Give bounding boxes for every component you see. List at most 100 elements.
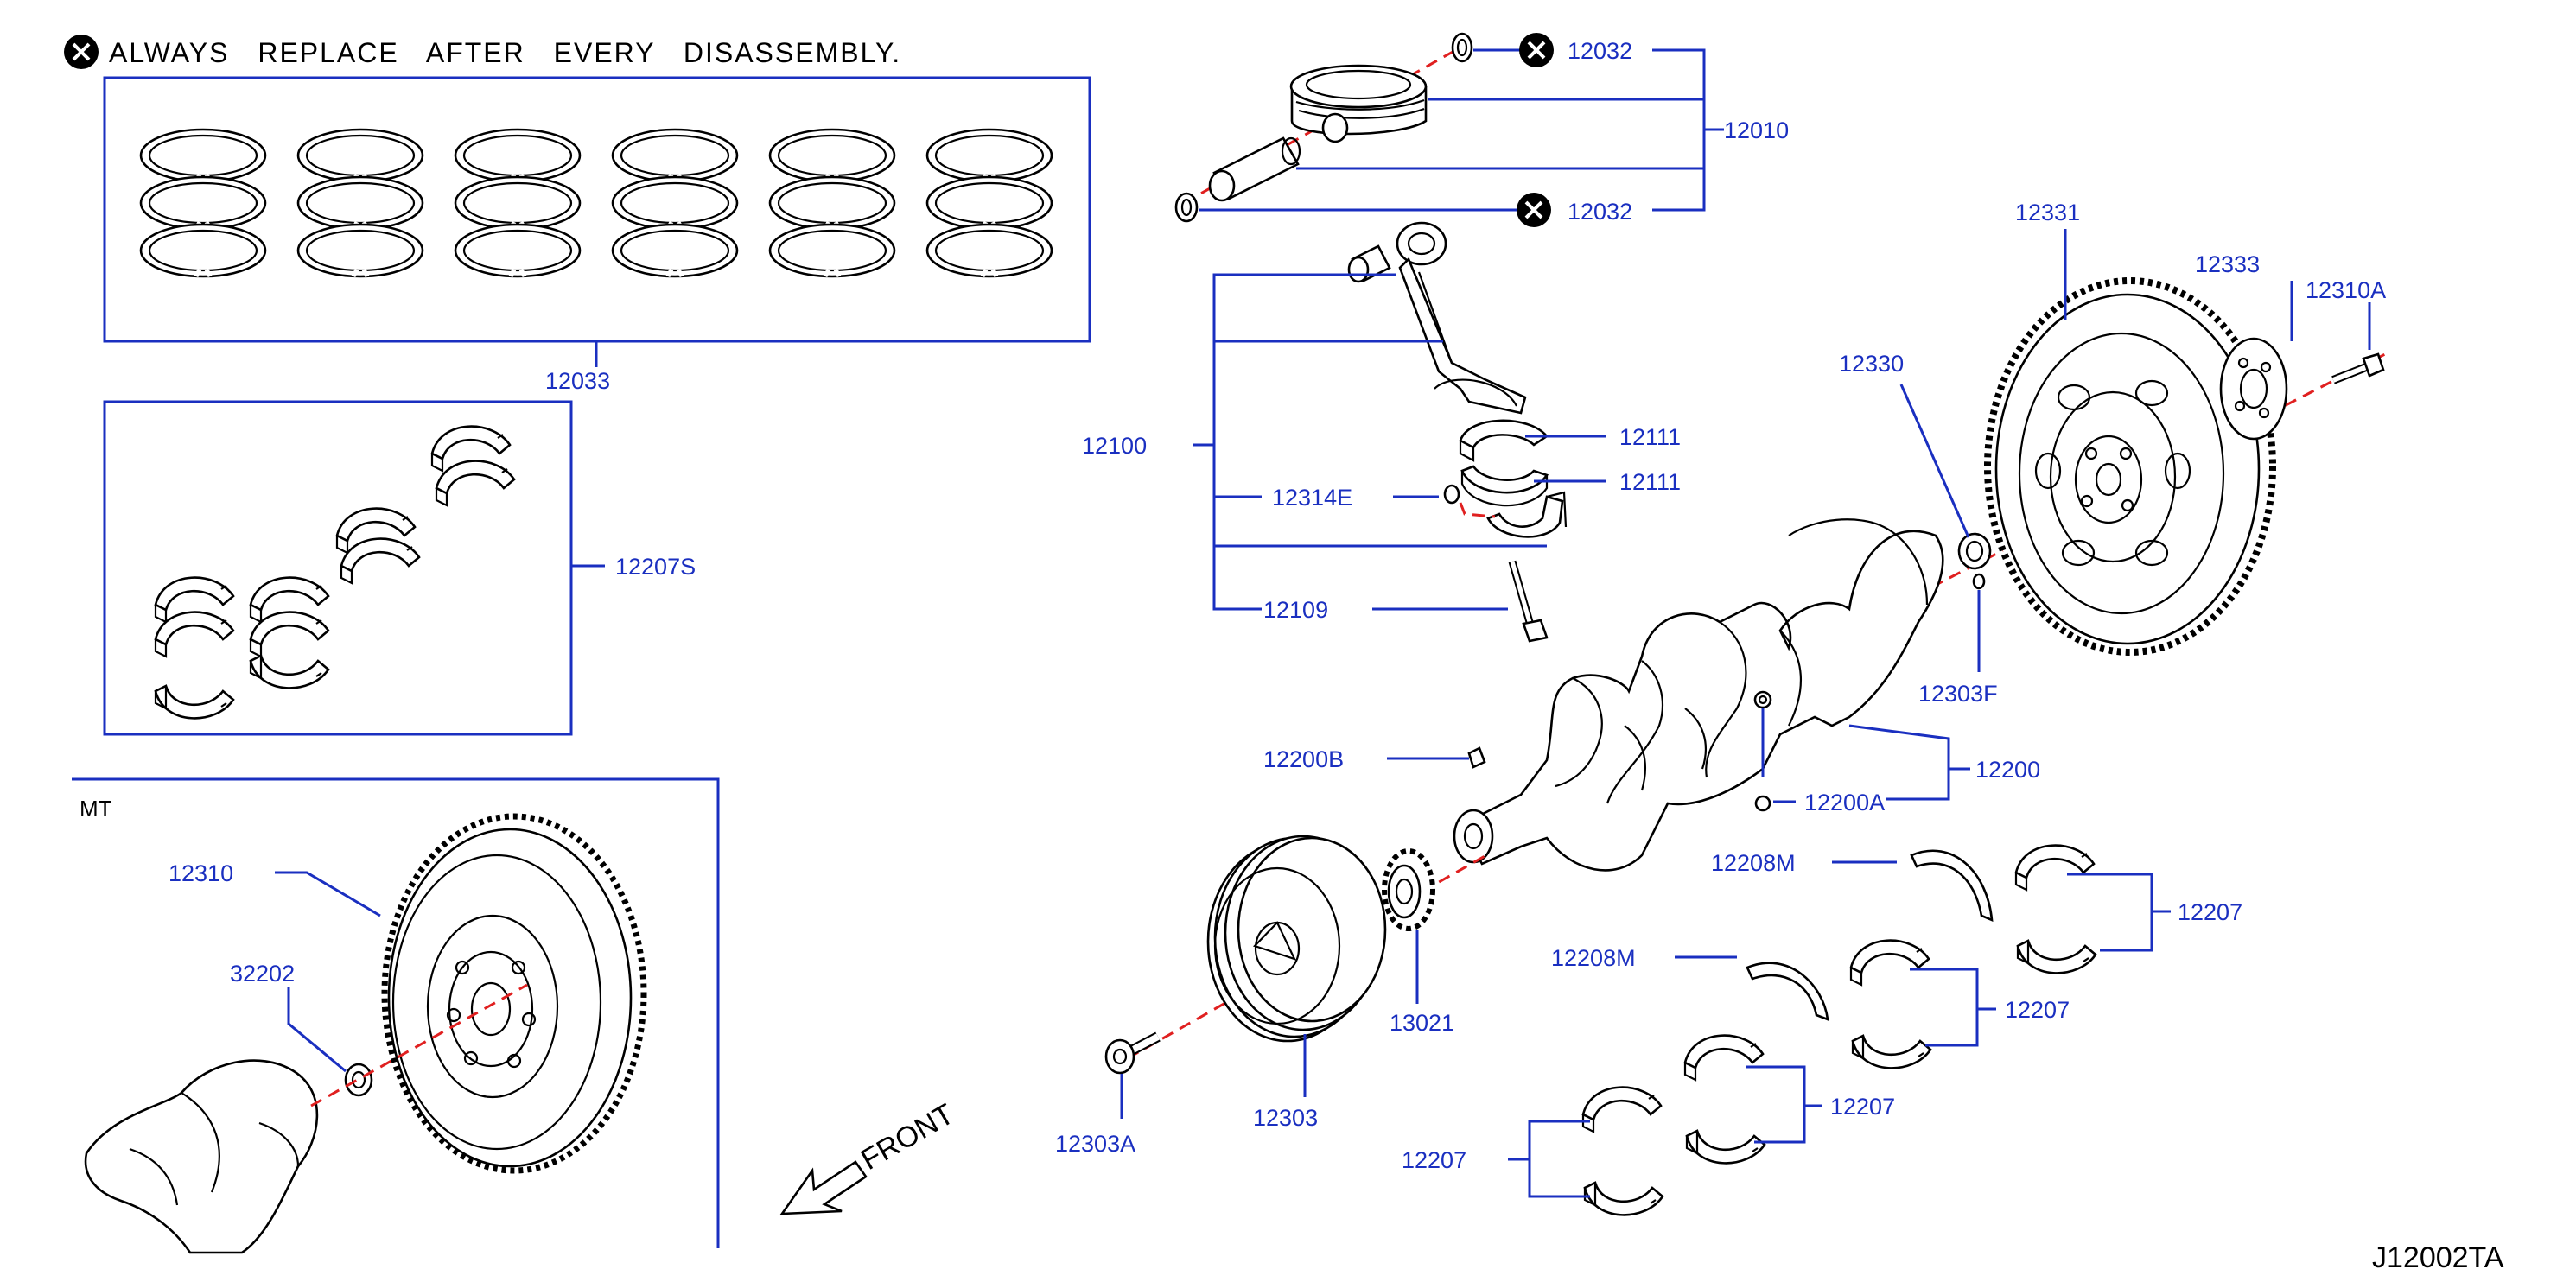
- pilot-converter: [1972, 573, 1986, 590]
- crankshaft-key: [1467, 746, 1486, 769]
- bearing-shell: [2016, 939, 2097, 974]
- piston-ring-set: [925, 128, 1053, 278]
- piston-pin: [1208, 136, 1301, 202]
- label-12111-upper: 12111: [1619, 424, 1681, 450]
- bearing-shell: [435, 460, 516, 507]
- drive-plate-assembly: 12331 12333 12310A 12330 12303F: [1839, 200, 2386, 707]
- replace-always-icon: [64, 35, 99, 69]
- label-12331: 12331: [2015, 200, 2080, 225]
- label-12032-top: 12032: [1568, 38, 1632, 64]
- mt-crankshaft-end: [84, 1059, 319, 1254]
- label-12111-lower: 12111: [1619, 469, 1681, 495]
- rod-bolt: [1508, 560, 1549, 643]
- bearing-shell: [1685, 1129, 1766, 1165]
- bearing-shell: [1851, 1034, 1932, 1069]
- replace-always-icon: [1517, 193, 1551, 227]
- piston-ring-set: [611, 128, 739, 278]
- label-12200A: 12200A: [1804, 790, 1885, 816]
- label-12314E: 12314E: [1272, 485, 1352, 511]
- pulley-bolt: [1104, 1031, 1161, 1075]
- bearing-shell: [1683, 1034, 1765, 1082]
- notice-header: ALWAYS REPLACE AFTER EVERY DISASSEMBLY.: [64, 35, 901, 69]
- drive-plate: [1984, 277, 2276, 656]
- bearing-shell: [1849, 939, 1930, 987]
- label-12333: 12333: [2195, 251, 2260, 277]
- label-12208M-lower: 12208M: [1551, 945, 1636, 971]
- label-12207S: 12207S: [615, 554, 696, 580]
- bearing-shell: [340, 537, 421, 585]
- bearing-shell: [154, 611, 235, 658]
- bearing-shell: [1581, 1086, 1663, 1133]
- bearing-shell: [1583, 1181, 1664, 1216]
- main-bearings-right: 12208M 12208M 12207 12207 12207 12207: [1402, 844, 2242, 1216]
- label-12207-c: 12207: [1830, 1094, 1895, 1120]
- connecting-rod-assembly: 12100 12314E 12109 12111 12111: [1082, 221, 1681, 643]
- mt-pilot-bushing: [344, 1063, 373, 1097]
- piston-ring-set: [454, 128, 582, 278]
- snap-ring-bottom: [1174, 192, 1199, 223]
- front-direction-arrow: FRONT: [779, 1097, 959, 1215]
- thrust-washer-lower: [1746, 962, 1829, 1021]
- bearing-shell: [335, 507, 417, 555]
- bearing-shell: [154, 684, 235, 720]
- bearing-shell: [154, 576, 235, 624]
- crank-sprocket: [1382, 848, 1435, 931]
- crankshaft-ball-plug: [1754, 795, 1771, 812]
- label-12310A: 12310A: [2306, 277, 2386, 303]
- crankshaft-plug: [1753, 690, 1772, 709]
- label-12310: 12310: [169, 860, 233, 886]
- label-12100: 12100: [1082, 433, 1147, 459]
- replace-always-icon: [1519, 33, 1554, 67]
- label-32202: 32202: [230, 961, 295, 987]
- label-13021: 13021: [1390, 1010, 1454, 1036]
- notice-text: ALWAYS REPLACE AFTER EVERY DISASSEMBLY.: [109, 37, 901, 68]
- connecting-rod: [1396, 221, 1527, 415]
- drawing-code: J12002TA: [2372, 1241, 2504, 1274]
- mt-label: MT: [80, 796, 112, 822]
- label-12207-a: 12207: [2178, 899, 2242, 925]
- label-12207-d: 12207: [1402, 1147, 1466, 1173]
- crankshaft: 12200B 12200A 12200: [1263, 518, 2040, 872]
- label-12033: 12033: [545, 368, 610, 394]
- piston-ring-set: [139, 128, 267, 278]
- rod-bearing-upper: [1459, 419, 1549, 462]
- crankshaft-body: [1453, 518, 1944, 872]
- label-12200: 12200: [1975, 757, 2040, 783]
- rod-cap: [1486, 491, 1568, 538]
- bearing-shell: [249, 576, 330, 624]
- label-12303A: 12303A: [1055, 1131, 1135, 1157]
- label-12330: 12330: [1839, 351, 1904, 377]
- piston-ring-set: [296, 128, 424, 278]
- label-12207-b: 12207: [2005, 997, 2070, 1023]
- piston-ring-set: [768, 128, 896, 278]
- rod-bushing: [1347, 244, 1391, 283]
- snap-ring-top: [1451, 32, 1473, 63]
- label-12303: 12303: [1253, 1105, 1318, 1131]
- thrust-washer-upper: [1910, 849, 1994, 923]
- rod-bearing-lower: [1460, 465, 1549, 507]
- rear-oil-seal: [1957, 532, 1992, 570]
- label-12032-bottom: 12032: [1568, 199, 1632, 225]
- bearing-shell: [430, 425, 512, 473]
- piston: [1289, 64, 1428, 143]
- piston-ring-sets: 12033: [103, 76, 1091, 394]
- front-pulley-group: 13021 12303 12303A: [1055, 835, 1487, 1157]
- label-12109: 12109: [1263, 597, 1328, 623]
- bearing-shell: [249, 611, 330, 658]
- main-bearing-set: 12207S: [103, 400, 696, 736]
- mt-flywheel-section: MT 12310 32202: [72, 777, 720, 1254]
- label-12200B: 12200B: [1263, 746, 1344, 772]
- bearing-shell: [2014, 844, 2096, 892]
- mt-flywheel: [381, 813, 647, 1174]
- dowel-pin: [1443, 484, 1460, 505]
- label-12010: 12010: [1724, 117, 1789, 143]
- reinforcement-plate: [2219, 337, 2288, 441]
- piston-assembly: 12032 12032 12010: [1174, 32, 1789, 227]
- label-12208M-upper: 12208M: [1711, 850, 1796, 876]
- front-label: FRONT: [855, 1097, 959, 1176]
- drive-plate-bolt: [2331, 352, 2385, 384]
- label-12303F: 12303F: [1918, 681, 1998, 707]
- crank-pulley: [1206, 835, 1387, 1043]
- bearing-shell: [249, 654, 330, 689]
